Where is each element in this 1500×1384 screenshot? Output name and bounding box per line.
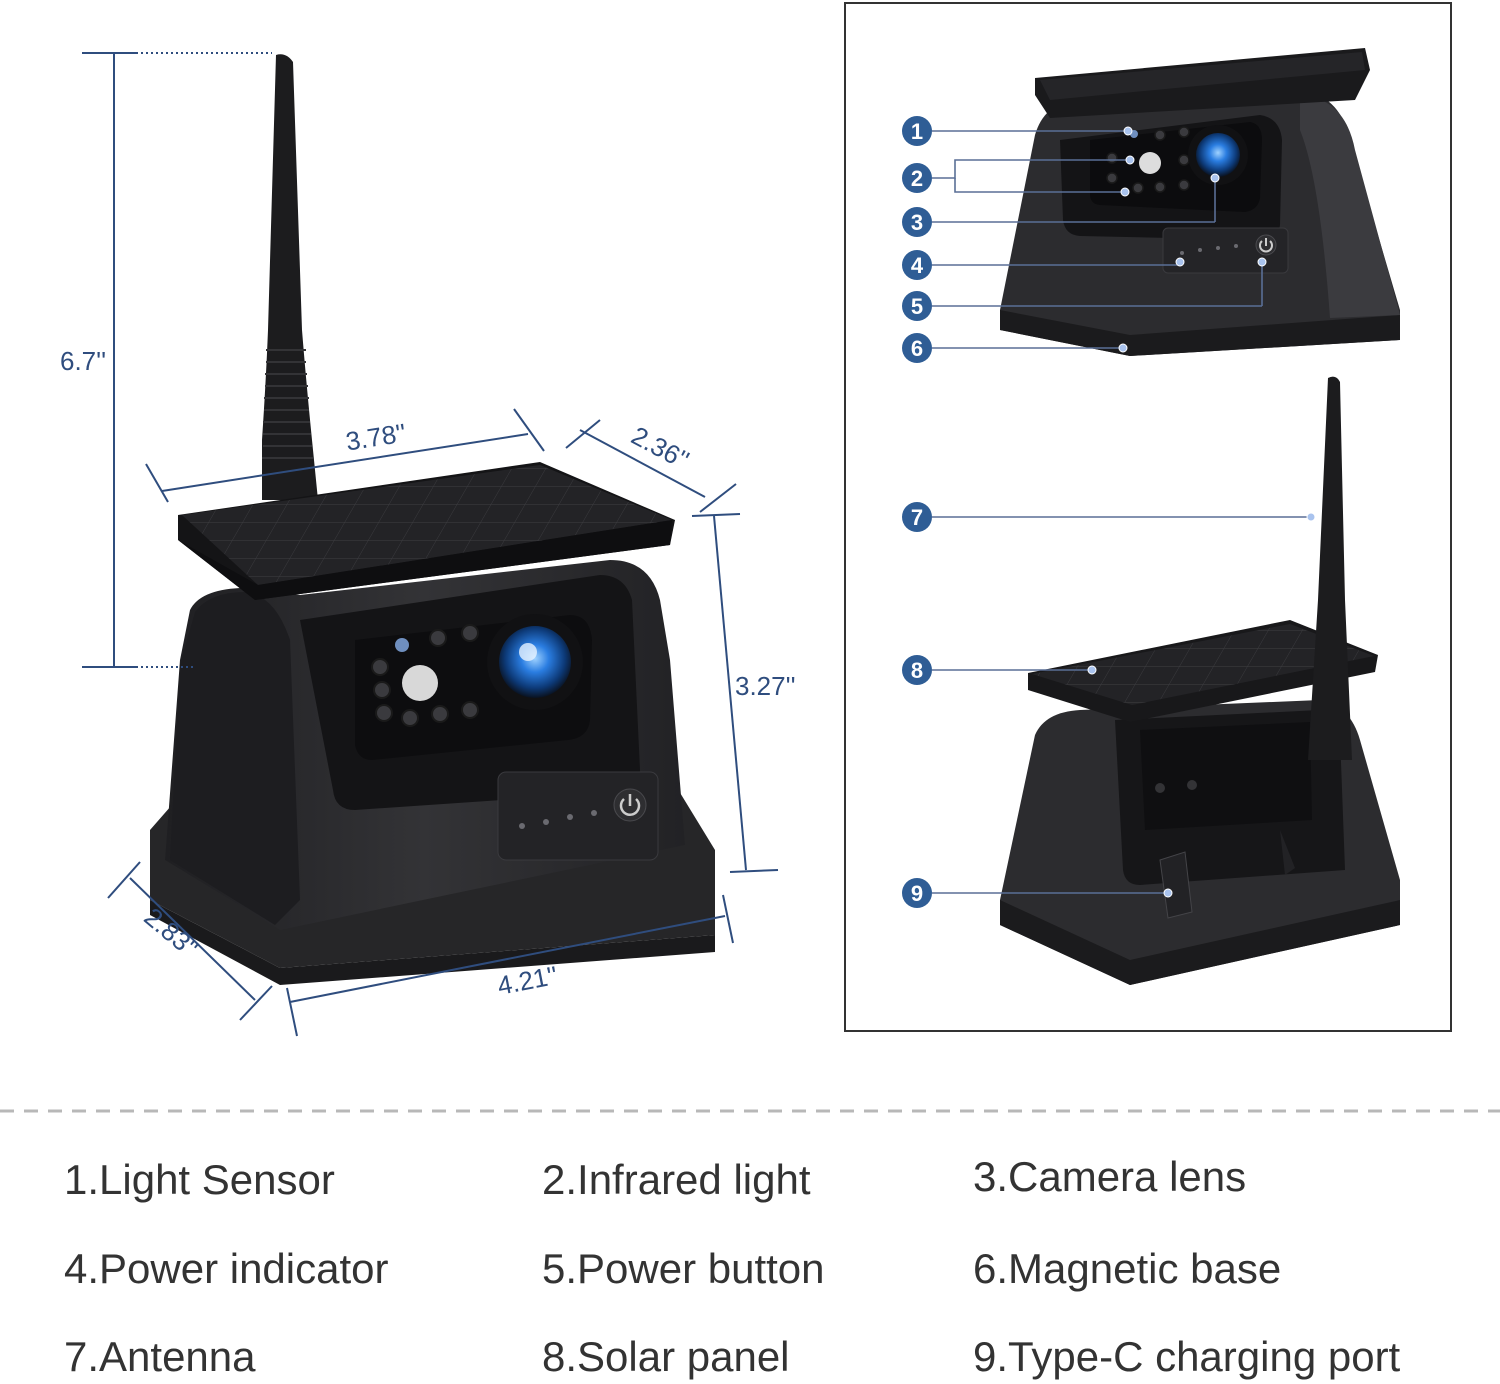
antenna bbox=[262, 54, 318, 501]
detail-frame bbox=[844, 2, 1452, 1032]
callout-9: 9 bbox=[902, 878, 932, 908]
legend-item-magnetic-base: 6.Magnetic base bbox=[973, 1245, 1282, 1292]
svg-text:3: 3 bbox=[911, 210, 923, 235]
legend-item-solar-panel: 8.Solar panel bbox=[542, 1333, 790, 1380]
callout-5: 5 bbox=[902, 291, 932, 321]
power-indicator-leds bbox=[519, 810, 597, 829]
callout-leaders bbox=[932, 130, 1311, 894]
rear-antenna bbox=[1308, 376, 1352, 760]
callout-badges: 1 2 3 4 5 6 7 8 9 bbox=[902, 116, 932, 908]
solar-panel bbox=[178, 462, 675, 600]
rear-view-device bbox=[1000, 376, 1400, 985]
callout-4: 4 bbox=[902, 250, 932, 280]
camera-lens bbox=[487, 614, 583, 710]
legend-item-power-button: 5.Power button bbox=[542, 1245, 825, 1292]
svg-text:1: 1 bbox=[911, 119, 923, 144]
dim-panel-width: 3.78'' bbox=[344, 417, 408, 456]
svg-text:8: 8 bbox=[911, 658, 923, 683]
main-camera-device bbox=[150, 54, 715, 985]
callout-3: 3 bbox=[902, 207, 932, 237]
svg-text:7: 7 bbox=[911, 505, 923, 530]
callout-1: 1 bbox=[902, 116, 932, 146]
callout-6: 6 bbox=[902, 333, 932, 363]
light-sensor-window bbox=[402, 665, 438, 701]
power-icon[interactable] bbox=[1255, 234, 1277, 256]
callout-2: 2 bbox=[902, 163, 932, 193]
legend-item-infrared-light: 2.Infrared light bbox=[542, 1156, 811, 1203]
legend-item-camera-lens: 3.Camera lens bbox=[973, 1153, 1247, 1200]
svg-text:4: 4 bbox=[911, 253, 924, 278]
infrared-lights bbox=[371, 624, 479, 727]
callout-8: 8 bbox=[902, 655, 932, 685]
callout-endpoints bbox=[1087, 126, 1316, 898]
callout-7: 7 bbox=[902, 502, 932, 532]
svg-text:2: 2 bbox=[911, 166, 923, 191]
dim-height-total: 6.7'' bbox=[60, 346, 106, 376]
legend-item-antenna: 7.Antenna bbox=[64, 1333, 256, 1380]
dim-body-height: 3.27'' bbox=[735, 671, 796, 701]
type-c-port-cover bbox=[1159, 851, 1193, 919]
svg-text:6: 6 bbox=[911, 336, 923, 361]
front-view-device bbox=[1000, 48, 1400, 356]
dimension-lines bbox=[82, 52, 779, 1037]
power-icon[interactable] bbox=[613, 788, 647, 822]
light-sensor bbox=[395, 638, 409, 652]
legend-item-power-indicator: 4.Power indicator bbox=[64, 1245, 389, 1292]
svg-text:9: 9 bbox=[911, 881, 923, 906]
legend-item-light-sensor: 1.Light Sensor bbox=[64, 1156, 335, 1203]
svg-text:5: 5 bbox=[911, 294, 923, 319]
dim-panel-depth: 2.36'' bbox=[627, 420, 695, 475]
legend-item-type-c-port: 9.Type-C charging port bbox=[973, 1333, 1401, 1380]
